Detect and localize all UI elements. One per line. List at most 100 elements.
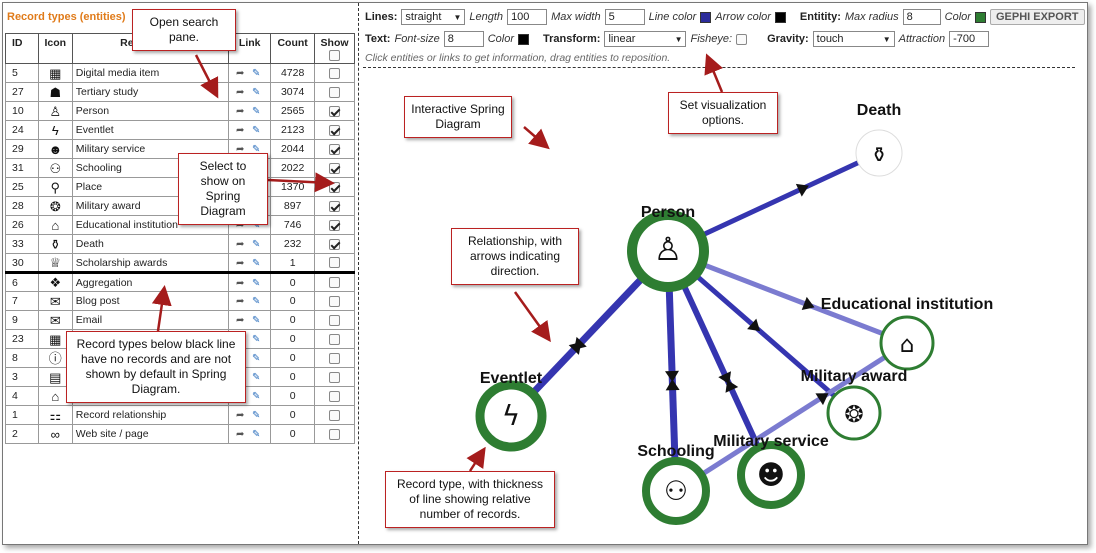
edit-record-type-icon[interactable]: ✎: [252, 144, 261, 155]
col-icon: Icon: [37, 33, 73, 64]
edit-record-type-icon[interactable]: ✎: [252, 429, 261, 440]
row-count: 4728: [270, 63, 316, 83]
entity-node-person[interactable]: ♙Person: [627, 204, 709, 292]
show-checkbox[interactable]: [329, 277, 341, 289]
share-arrow-icon[interactable]: ➦: [236, 410, 245, 421]
transform-select[interactable]: linear▼: [604, 31, 687, 47]
show-checkbox[interactable]: [329, 333, 341, 345]
share-arrow-icon[interactable]: ➦: [236, 277, 245, 289]
entity-circle[interactable]: [879, 315, 935, 371]
show-checkbox[interactable]: [329, 124, 341, 136]
edit-record-type-icon[interactable]: ✎: [252, 372, 261, 383]
show-checkbox[interactable]: [329, 352, 341, 364]
entity-node-schooling[interactable]: ⚇Schooling: [637, 443, 715, 525]
show-checkbox[interactable]: [329, 143, 341, 155]
col-count[interactable]: Count: [270, 33, 316, 64]
edit-record-type-icon[interactable]: ✎: [252, 87, 261, 98]
edit-record-type-icon[interactable]: ✎: [252, 296, 261, 307]
show-checkbox[interactable]: [329, 295, 341, 307]
entity-label: Military service: [713, 433, 829, 450]
fisheye-checkbox[interactable]: [736, 33, 748, 45]
entity-circle[interactable]: [475, 380, 547, 452]
edit-record-type-icon[interactable]: ✎: [252, 410, 261, 421]
lines-select[interactable]: straight▼: [401, 9, 466, 25]
row-show-cell: [314, 310, 355, 330]
gephi-export-button[interactable]: GEPHI EXPORT: [989, 9, 1085, 25]
share-arrow-icon[interactable]: ➦: [236, 125, 245, 136]
entity-circle[interactable]: [627, 210, 709, 292]
show-checkbox[interactable]: [329, 371, 341, 383]
edit-record-type-icon[interactable]: ✎: [252, 257, 261, 269]
font-size-input[interactable]: 8: [443, 31, 484, 47]
relationship-edge[interactable]: [667, 248, 908, 346]
show-checkbox[interactable]: [329, 409, 341, 421]
row-count: 897: [270, 196, 316, 216]
relationship-edge[interactable]: [666, 249, 856, 415]
gravity-select[interactable]: touch ▼: [812, 31, 895, 47]
entity-node-service[interactable]: ☻Military service: [713, 433, 829, 509]
row-links: ➦✎: [228, 253, 272, 273]
relationship-edge[interactable]: [674, 340, 909, 494]
share-arrow-icon[interactable]: ➦: [236, 429, 245, 440]
table-row: 30♕Scholarship awards➦✎1: [5, 253, 355, 273]
edit-record-type-icon[interactable]: ✎: [252, 68, 261, 79]
entity-circle[interactable]: [826, 385, 882, 441]
edit-record-type-icon[interactable]: ✎: [252, 277, 261, 289]
length-input[interactable]: 100: [507, 9, 548, 25]
share-arrow-icon[interactable]: ➦: [236, 68, 245, 79]
entity-node-award[interactable]: ❂Military award: [801, 368, 908, 441]
relationship-edge[interactable]: [665, 249, 774, 477]
share-arrow-icon[interactable]: ➦: [236, 144, 245, 155]
gravity-value: touch: [816, 33, 844, 45]
entity-color-swatch[interactable]: [974, 11, 986, 23]
show-checkbox[interactable]: [329, 86, 341, 98]
direction-arrow-icon: [725, 379, 739, 393]
edit-record-type-icon[interactable]: ✎: [252, 334, 261, 345]
entity-circle[interactable]: [737, 441, 805, 509]
share-arrow-icon[interactable]: ➦: [236, 220, 245, 231]
share-arrow-icon[interactable]: ➦: [236, 315, 245, 326]
callout-select-show: Select to show on Spring Diagram: [178, 153, 268, 225]
entity-circle[interactable]: [855, 129, 903, 177]
show-checkbox[interactable]: [329, 238, 341, 250]
edit-record-type-icon[interactable]: ✎: [252, 106, 261, 117]
show-checkbox[interactable]: [329, 200, 341, 212]
show-checkbox[interactable]: [329, 219, 341, 231]
max-radius-input[interactable]: 8: [902, 9, 941, 25]
entity-node-death[interactable]: ⚱Death: [855, 102, 903, 177]
edit-record-type-icon[interactable]: ✎: [252, 239, 261, 250]
edit-record-type-icon[interactable]: ✎: [252, 353, 261, 364]
show-checkbox[interactable]: [329, 162, 341, 174]
spring-diagram[interactable]: ⚱Death ♙Person ⌂Educational institution❂Mi…: [359, 3, 1088, 545]
edit-record-type-icon[interactable]: ✎: [252, 391, 261, 402]
row-links: ➦✎: [228, 63, 272, 83]
show-checkbox[interactable]: [329, 181, 341, 193]
show-checkbox[interactable]: [329, 257, 341, 269]
show-checkbox[interactable]: [329, 67, 341, 79]
share-arrow-icon[interactable]: ➦: [236, 106, 245, 117]
share-arrow-icon[interactable]: ➦: [236, 257, 245, 269]
show-checkbox[interactable]: [329, 390, 341, 402]
share-arrow-icon[interactable]: ➦: [236, 296, 245, 307]
show-all-checkbox[interactable]: [329, 49, 341, 61]
row-count: 1: [270, 253, 316, 273]
edit-record-type-icon[interactable]: ✎: [252, 125, 261, 136]
share-arrow-icon[interactable]: ➦: [236, 87, 245, 98]
arrow-color-swatch[interactable]: [774, 11, 786, 23]
attraction-input[interactable]: -700: [949, 31, 990, 47]
show-checkbox[interactable]: [329, 105, 341, 117]
share-arrow-icon[interactable]: ➦: [236, 239, 245, 250]
show-checkbox[interactable]: [329, 314, 341, 326]
chevron-down-icon: ▼: [882, 34, 891, 44]
entity-circle[interactable]: [642, 457, 710, 525]
show-checkbox[interactable]: [329, 428, 341, 440]
row-show-cell: [314, 329, 355, 349]
row-count: 1370: [270, 177, 316, 197]
max-width-input[interactable]: 5: [604, 9, 645, 25]
entity-node-educational[interactable]: ⌂Educational institution: [821, 296, 993, 371]
edit-record-type-icon[interactable]: ✎: [252, 220, 261, 231]
edit-record-type-icon[interactable]: ✎: [252, 315, 261, 326]
line-color-swatch[interactable]: [700, 11, 712, 23]
text-color-swatch[interactable]: [518, 33, 530, 45]
